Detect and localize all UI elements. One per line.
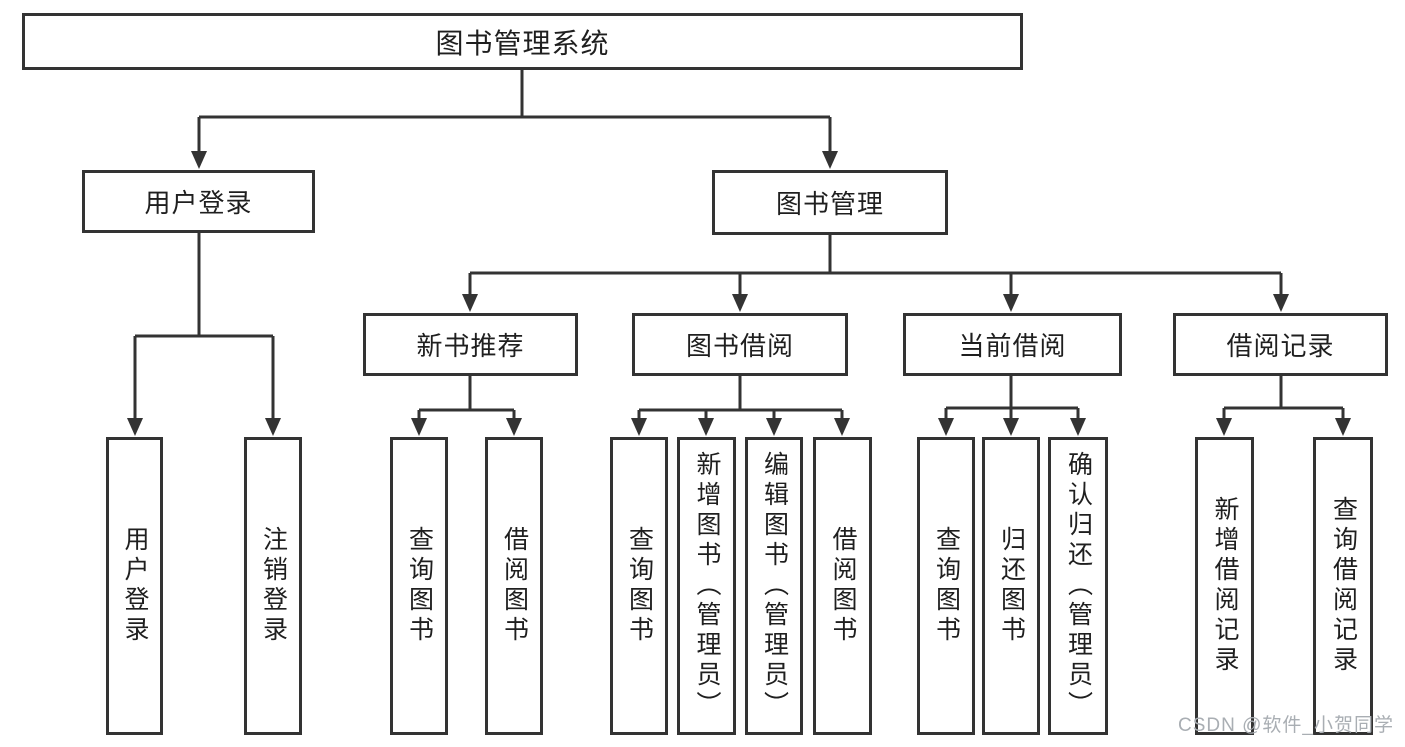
node-user-login: 用户登录 — [82, 170, 315, 233]
arrow-down-icon — [698, 418, 714, 436]
node-book-management: 图书管理 — [712, 170, 948, 235]
leaf-return-books: 归还图书 — [982, 437, 1040, 735]
connector-line — [468, 235, 1283, 303]
connector-line — [417, 376, 516, 427]
arrow-down-icon — [1273, 294, 1289, 312]
arrow-down-icon — [822, 151, 838, 169]
connector-line — [133, 233, 275, 427]
arrow-down-icon — [766, 418, 782, 436]
connector-borrow-records-children — [1216, 376, 1351, 436]
leaf-add-books-admin: 新增图书（管理员） — [677, 437, 736, 735]
connector-current-borrow-children — [938, 376, 1086, 436]
node-current-borrow: 当前借阅 — [903, 313, 1122, 376]
arrow-down-icon — [127, 418, 143, 436]
arrow-down-icon — [411, 418, 427, 436]
arrow-down-icon — [506, 418, 522, 436]
leaf-borrow-books: 借阅图书 — [485, 437, 543, 735]
arrow-down-icon — [631, 418, 647, 436]
node-book-borrow: 图书借阅 — [632, 313, 848, 376]
leaf-query-books: 查询图书 — [610, 437, 668, 735]
leaf-borrow-books: 借阅图书 — [813, 437, 872, 735]
connector-line — [637, 376, 844, 427]
arrow-down-icon — [265, 418, 281, 436]
leaf-user-login: 用户登录 — [106, 437, 163, 735]
arrow-down-icon — [834, 418, 850, 436]
arrow-down-icon — [191, 151, 207, 169]
leaf-edit-books-admin: 编辑图书（管理员） — [745, 437, 803, 735]
connector-new-book-recommend-children — [411, 376, 522, 436]
connector-user-login-children — [127, 233, 281, 436]
leaf-query-books: 查询图书 — [917, 437, 975, 735]
arrow-down-icon — [1003, 418, 1019, 436]
arrow-down-icon — [1003, 294, 1019, 312]
node-root-system: 图书管理系统 — [22, 13, 1023, 70]
leaf-confirm-return-admin: 确认归还（管理员） — [1048, 437, 1108, 735]
arrow-down-icon — [938, 418, 954, 436]
node-new-book-recommend: 新书推荐 — [363, 313, 578, 376]
connector-book-management-to-level3 — [462, 235, 1289, 312]
connector-line — [197, 70, 832, 160]
connector-line — [1222, 376, 1345, 427]
connector-book-borrow-children — [631, 376, 850, 436]
connector-line — [944, 376, 1080, 427]
leaf-add-borrow-record: 新增借阅记录 — [1195, 437, 1254, 735]
arrow-down-icon — [1335, 418, 1351, 436]
arrow-down-icon — [1216, 418, 1232, 436]
arrow-down-icon — [462, 294, 478, 312]
leaf-query-borrow-record: 查询借阅记录 — [1313, 437, 1373, 735]
leaf-logout: 注销登录 — [244, 437, 302, 735]
connector-root-to-level2 — [191, 70, 838, 169]
arrow-down-icon — [1070, 418, 1086, 436]
csdn-watermark: CSDN @软件_小贺同学 — [1178, 715, 1394, 736]
leaf-query-books: 查询图书 — [390, 437, 448, 735]
arrow-down-icon — [732, 294, 748, 312]
node-borrow-records: 借阅记录 — [1173, 313, 1388, 376]
